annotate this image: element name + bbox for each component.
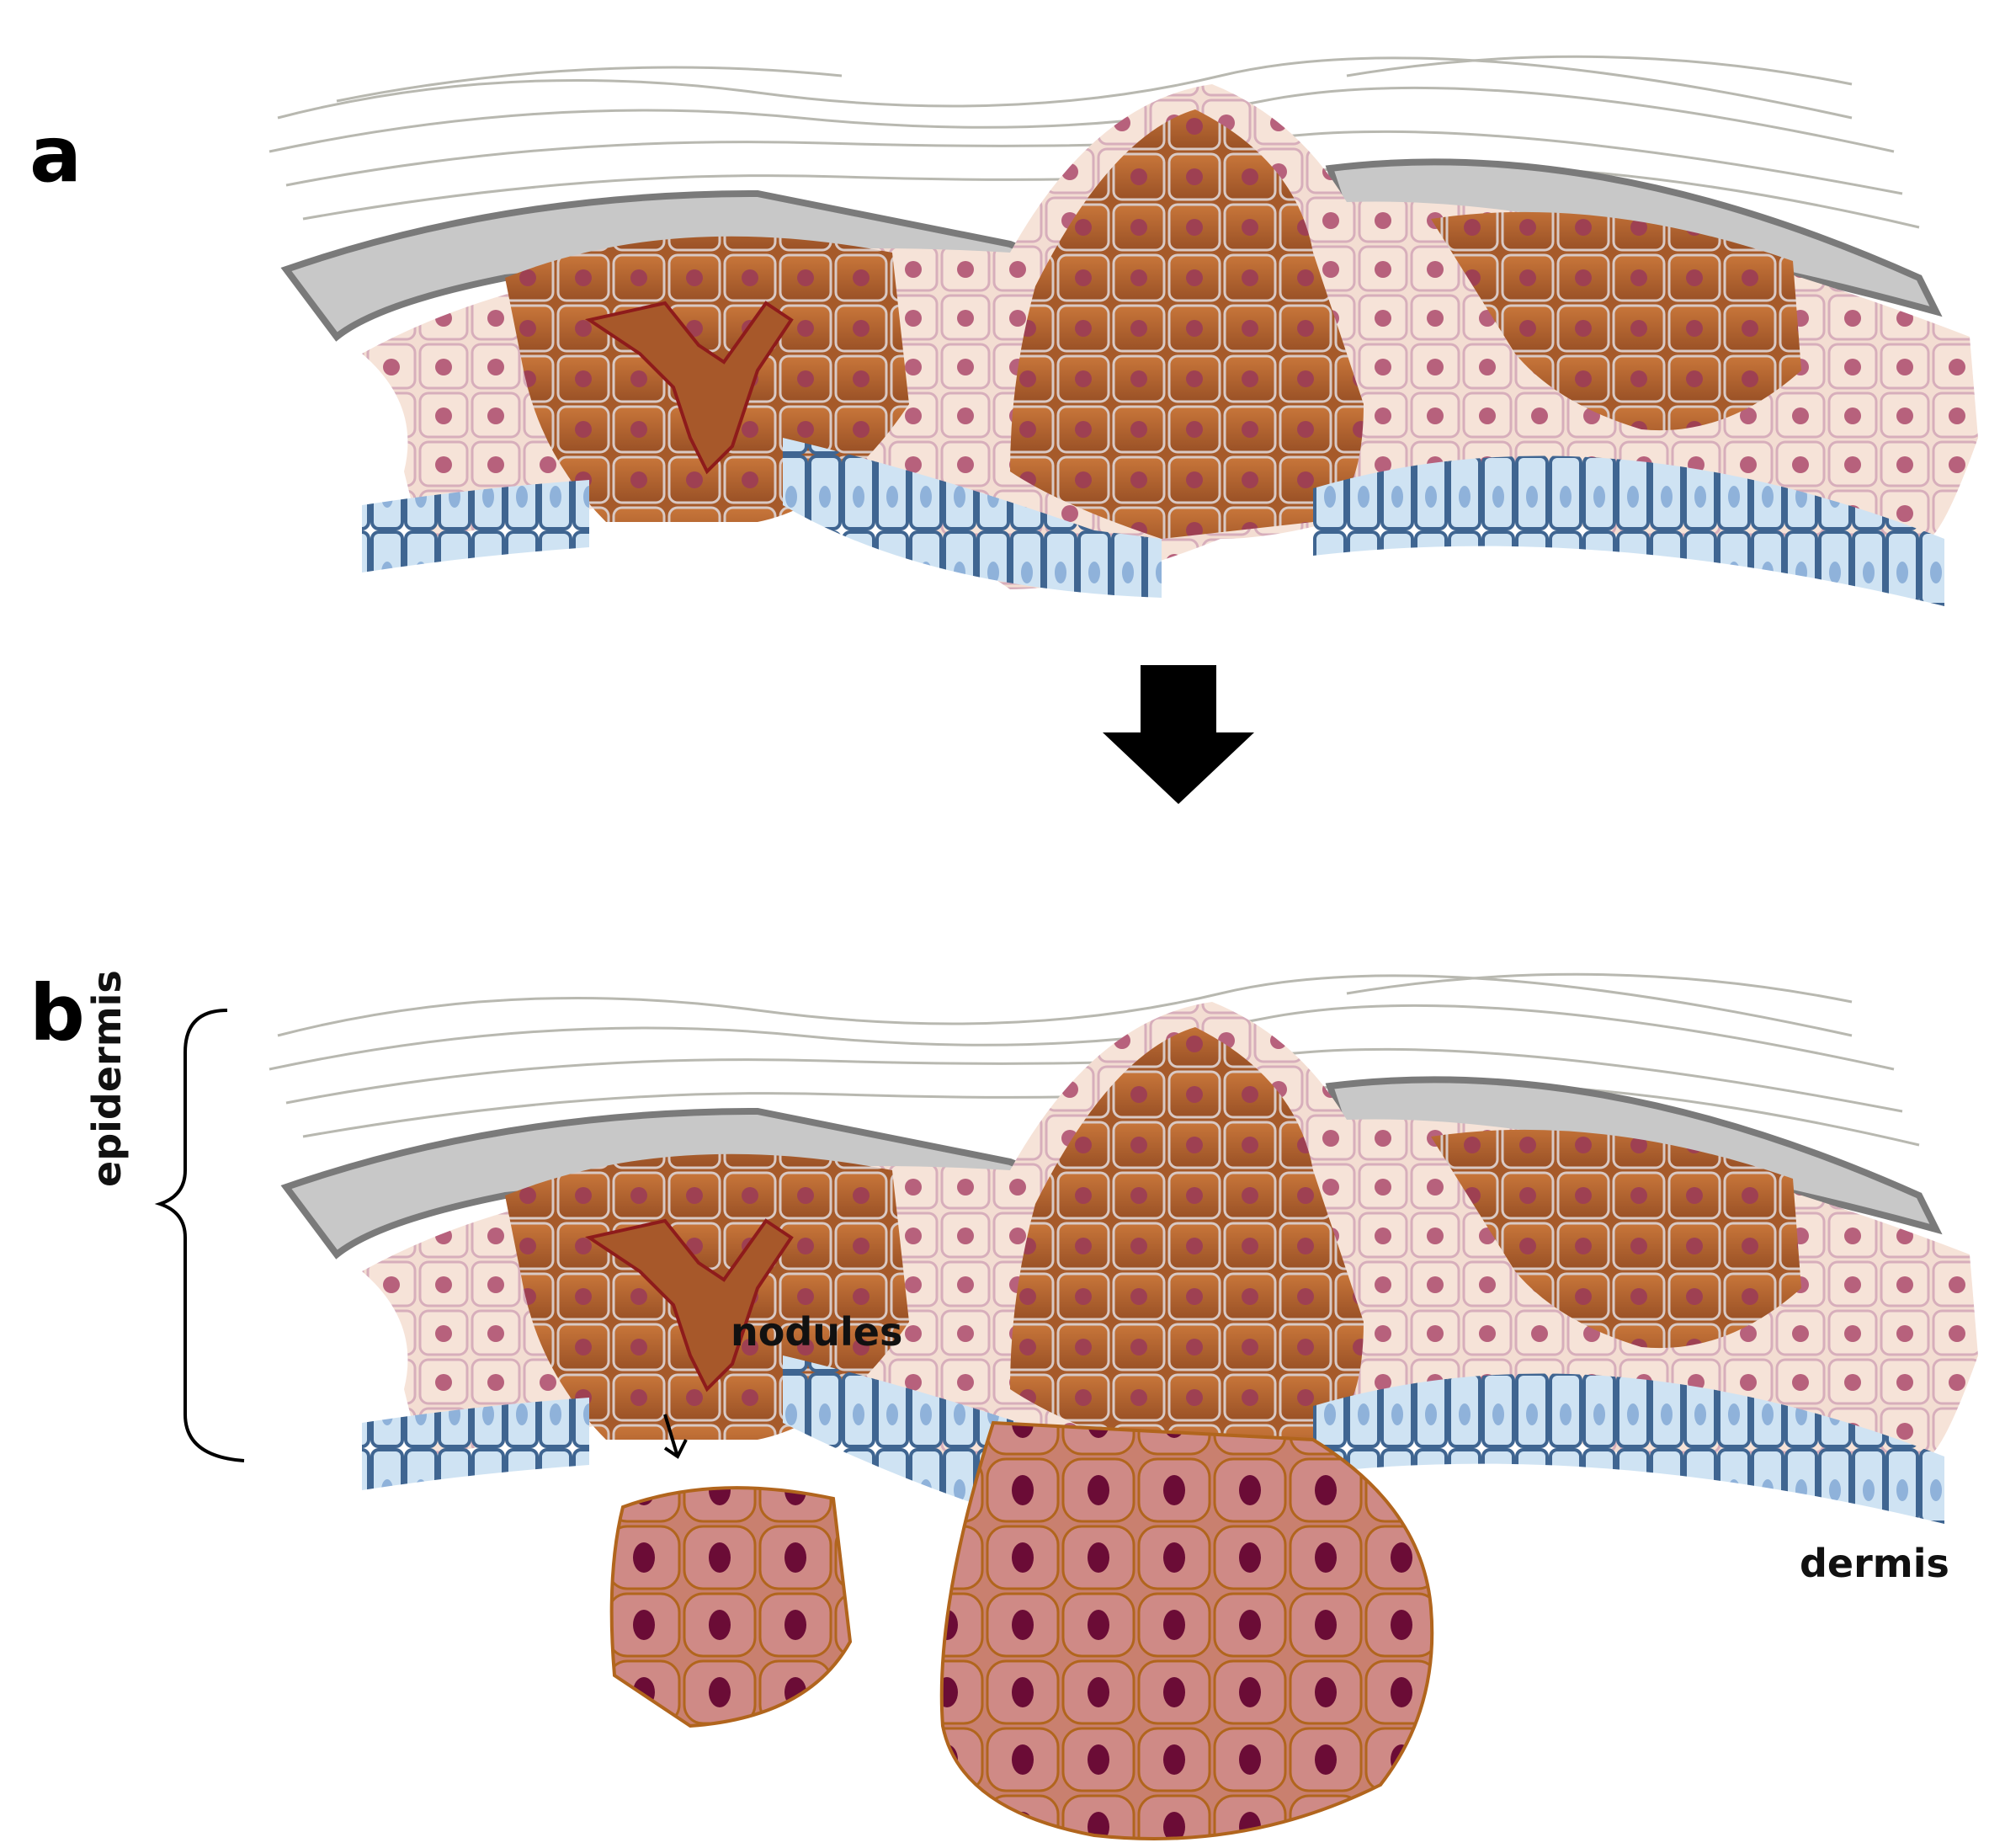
dermis-label: dermis — [1800, 1541, 1949, 1586]
epidermis-label: epidermis — [84, 970, 130, 1187]
epidermis-brace — [154, 1009, 245, 1462]
panel-label-b: b — [29, 968, 85, 1058]
panel-b-skin — [154, 972, 1978, 1840]
panel-label-a: a — [29, 109, 82, 200]
nodules-label: nodules — [731, 1309, 903, 1355]
down-arrow-icon — [1103, 665, 1254, 804]
small-nodule — [609, 1486, 853, 1728]
invasion-arrow-icon — [663, 1414, 688, 1459]
panel-a-skin — [269, 55, 1978, 606]
large-nodule — [939, 1420, 1434, 1840]
